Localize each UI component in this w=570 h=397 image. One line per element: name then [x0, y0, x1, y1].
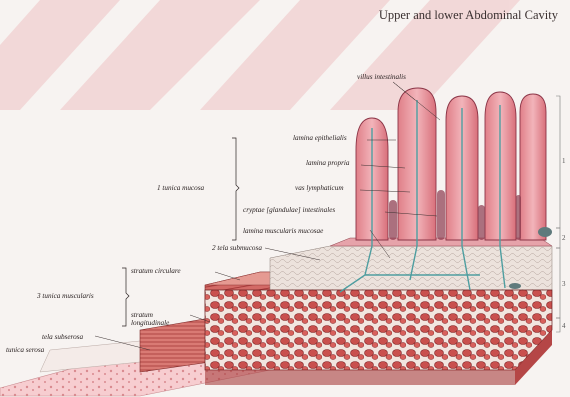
label-cryptae-intestinales: cryptae [glandulae] intestinales	[243, 207, 335, 214]
layer-number-3: 3	[562, 280, 566, 288]
layer-number-1: 1	[562, 157, 566, 165]
label-lamina-epithelialis: lamina epithelialis	[293, 135, 347, 142]
label-stratum-longitudinale-2: longitudinale	[131, 320, 169, 327]
layer-scale	[556, 96, 560, 332]
label-tunica-muscularis: 3 tunica muscularis	[37, 293, 94, 300]
label-tela-subserosa: tela subserosa	[42, 334, 83, 341]
submucosa-layer	[270, 246, 552, 290]
layer-number-2: 2	[562, 234, 566, 242]
label-vas-lymphaticum: vas lymphaticum	[295, 185, 344, 192]
label-stratum-circulare: stratum circulare	[131, 268, 181, 275]
layer-number-4: 4	[562, 322, 566, 330]
label-lamina-propria: lamina propria	[306, 160, 349, 167]
label-lamina-muscularis-mucosae: lamina muscularis mucosae	[243, 228, 323, 235]
page-title: Upper and lower Abdominal Cavity	[379, 8, 558, 23]
label-tela-submucosa: 2 tela submucosa	[212, 245, 262, 252]
muscle-cross-section	[205, 290, 552, 370]
label-tunica-mucosa: 1 tunica mucosa	[157, 185, 204, 192]
label-villus-intestinalis: villus intestinalis	[357, 74, 406, 81]
label-tunica-serosa: tunica serosa	[6, 347, 44, 354]
